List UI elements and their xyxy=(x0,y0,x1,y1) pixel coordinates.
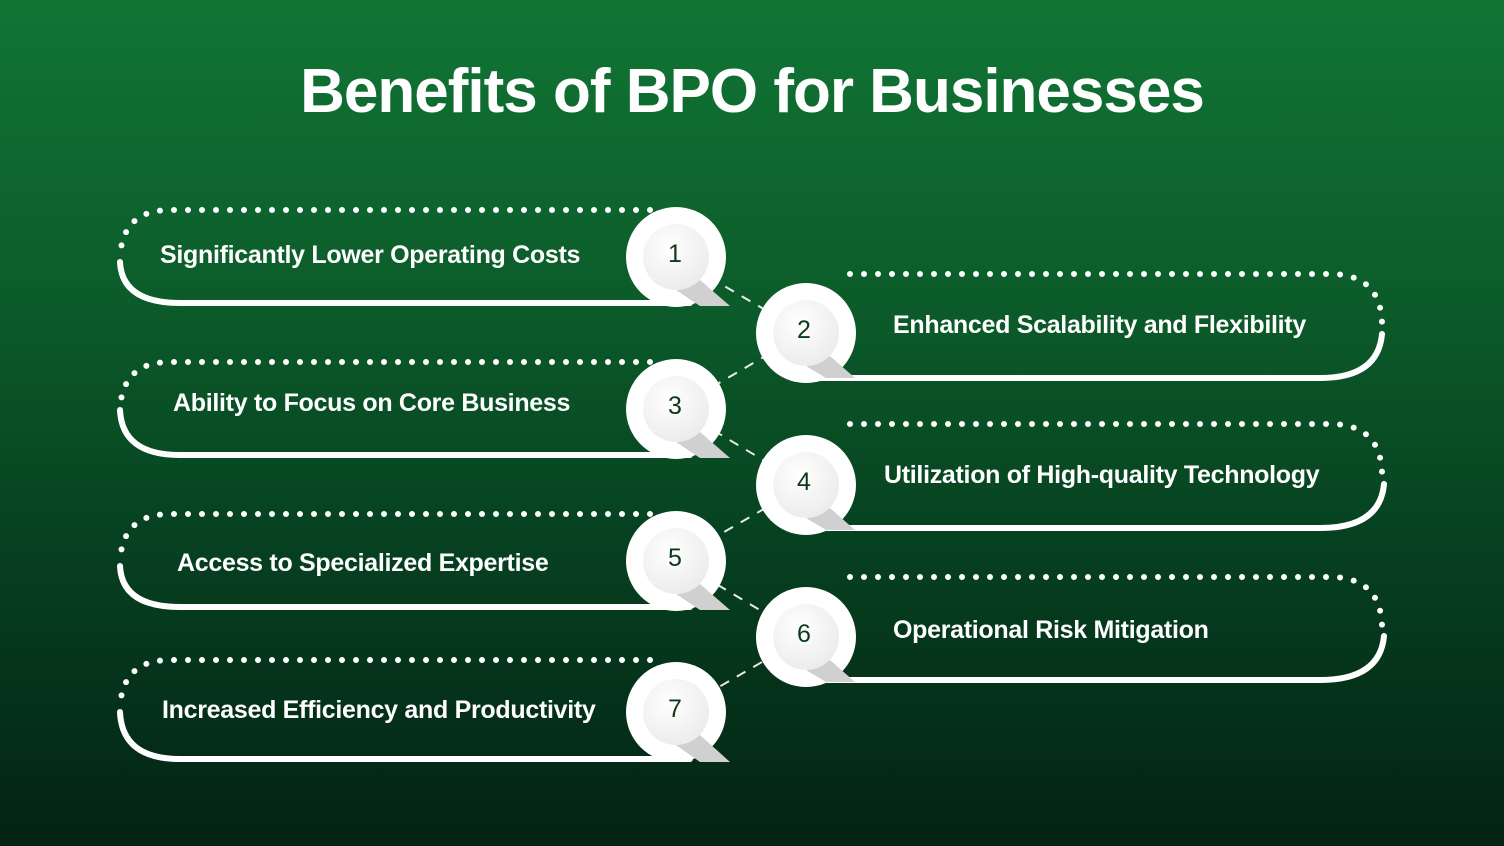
benefit-label-1: Significantly Lower Operating Costs xyxy=(160,241,581,269)
benefit-number-5: 5 xyxy=(668,544,682,572)
pill-3-outline xyxy=(117,359,693,458)
benefit-label-4: Utilization of High-quality Technology xyxy=(884,461,1320,489)
benefit-number-2: 2 xyxy=(797,316,811,344)
number-circle-3 xyxy=(626,359,730,459)
benefit-label-6: Operational Risk Mitigation xyxy=(893,616,1209,644)
benefit-number-4: 4 xyxy=(797,468,811,496)
number-circle-6 xyxy=(756,587,856,687)
benefit-number-6: 6 xyxy=(797,620,811,648)
pill-5-outline xyxy=(117,511,693,610)
pill-2-outline xyxy=(817,271,1385,381)
benefit-label-2: Enhanced Scalability and Flexibility xyxy=(893,311,1306,339)
number-circle-2 xyxy=(756,283,856,383)
benefit-label-7: Increased Efficiency and Productivity xyxy=(162,696,596,724)
pill-1-outline xyxy=(117,207,693,306)
benefit-label-5: Access to Specialized Expertise xyxy=(177,549,549,577)
number-circle-1 xyxy=(626,207,730,307)
benefit-number-7: 7 xyxy=(668,695,682,723)
benefit-label-3: Ability to Focus on Core Business xyxy=(173,389,571,417)
number-circle-7 xyxy=(626,662,730,762)
pill-7-outline xyxy=(117,657,693,762)
benefit-number-1: 1 xyxy=(668,240,682,268)
number-circle-4 xyxy=(756,435,856,535)
pill-4-outline xyxy=(817,421,1387,531)
number-circle-5 xyxy=(626,511,730,611)
page-title: Benefits of BPO for Businesses xyxy=(300,57,1205,126)
benefit-number-3: 3 xyxy=(668,392,682,420)
pill-6-outline xyxy=(817,574,1387,683)
